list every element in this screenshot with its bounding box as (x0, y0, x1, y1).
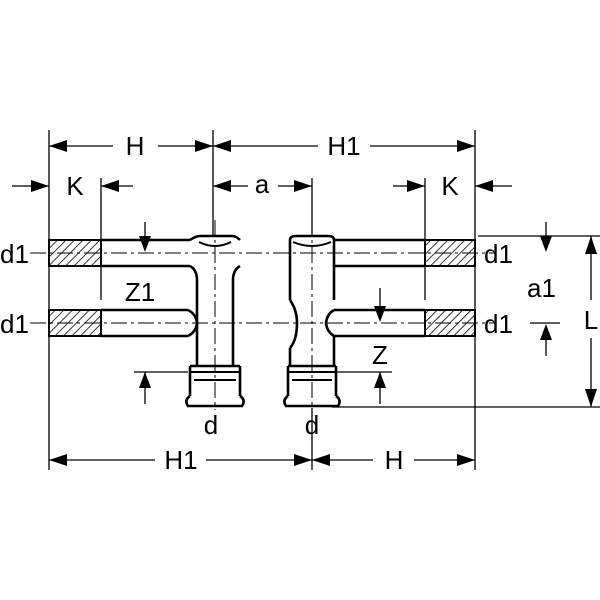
dimension-Z: Z (336, 288, 392, 404)
label-Z1: Z1 (125, 277, 155, 307)
label-K-right: K (441, 171, 459, 201)
upper-main-pipe (30, 238, 495, 268)
right-branch-pipe (283, 220, 341, 410)
dimension-K-left: K (12, 171, 133, 201)
label-d1-left-lower: d1 (0, 309, 29, 339)
label-K-left: K (66, 171, 84, 201)
lower-main-pipe (30, 308, 495, 338)
label-H-bottom: H (385, 445, 404, 475)
label-a: a (255, 169, 270, 199)
label-d1-right-lower: d1 (484, 309, 513, 339)
label-a1: a1 (527, 273, 556, 303)
dimension-H-top: H (49, 131, 213, 161)
dimension-H-bottom: H (312, 445, 475, 475)
dimension-a1: a1 (527, 222, 560, 356)
dimension-Z1: Z1 (125, 222, 188, 404)
left-branch-pipe (185, 220, 245, 410)
dimension-K-right: K (393, 171, 512, 201)
label-H1-top: H1 (327, 131, 360, 161)
label-d-right: d (305, 410, 319, 440)
label-H-top: H (126, 131, 145, 161)
dimension-H1-top: H1 (213, 131, 475, 161)
label-d-left: d (204, 410, 218, 440)
label-H1-bottom: H1 (164, 445, 197, 475)
dimension-a: a (213, 169, 312, 199)
label-d1-right-upper: d1 (484, 239, 513, 269)
label-L: L (584, 305, 598, 335)
dimension-L: L (584, 236, 598, 407)
dimension-H1-bottom: H1 (49, 445, 312, 475)
label-Z: Z (372, 340, 388, 370)
label-d1-left-upper: d1 (0, 239, 29, 269)
